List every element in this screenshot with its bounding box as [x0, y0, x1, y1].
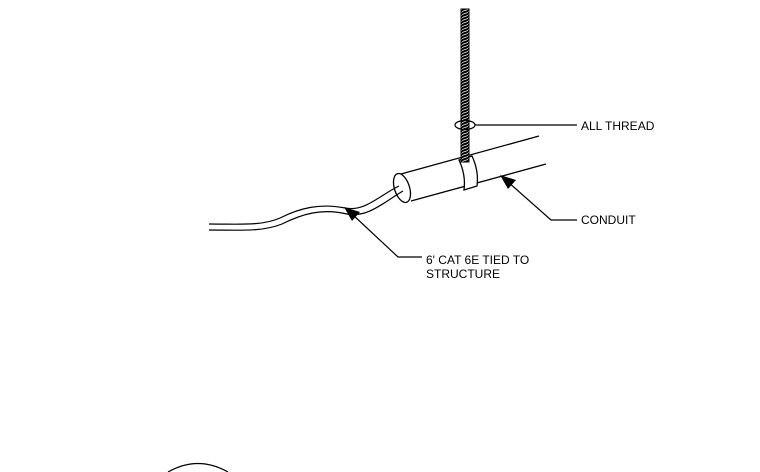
conduit-arrowhead — [500, 175, 516, 189]
conduit-pipe — [400, 135, 547, 202]
cable-label-line-2: STRUCTURE — [426, 267, 500, 281]
cable-arrowhead — [344, 207, 360, 221]
all-thread-rod-body — [460, 8, 470, 163]
conduit-bottom-edge — [410, 163, 547, 202]
conduit-end-opening — [392, 172, 412, 204]
conduit-open-end — [392, 172, 412, 204]
conduit-strap — [458, 155, 479, 191]
cable-label: 6' CAT 6E TIED TO STRUCTURE — [426, 253, 529, 281]
all-thread-label: ALL THREAD — [581, 119, 655, 133]
conduit-label: CONDUIT — [581, 213, 636, 227]
cable-strand-upper — [208, 185, 400, 225]
strap-band — [458, 155, 479, 191]
callout-leaders — [351, 124, 577, 258]
cable-strand-lower — [208, 190, 404, 231]
cable-label-line-1: 6' CAT 6E TIED TO — [426, 253, 530, 267]
callout-arrowheads — [344, 175, 516, 221]
conduit-leader — [507, 181, 577, 221]
detail-marker-arc — [167, 463, 229, 472]
cat6e-cable — [208, 185, 404, 231]
conduit-top-edge — [400, 135, 540, 175]
cable-leader — [351, 213, 422, 258]
all-thread-rod — [454, 8, 476, 163]
